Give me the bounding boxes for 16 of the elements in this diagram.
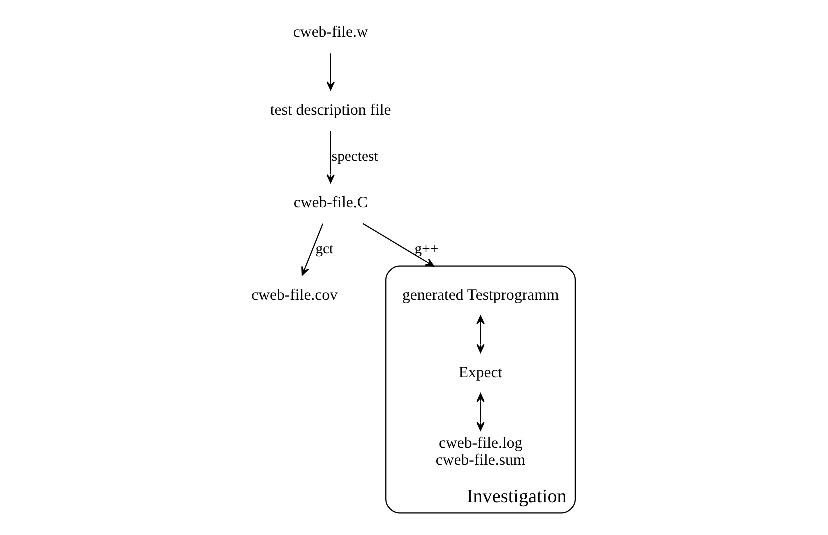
arrow — [326, 54, 335, 91]
arrow — [476, 393, 485, 432]
edge-label: spectest — [332, 148, 378, 165]
arrow — [326, 132, 335, 184]
arrow — [302, 224, 324, 276]
arrow — [362, 223, 434, 267]
edge-label: gct — [316, 241, 334, 258]
node-text: generated Testprogramm — [402, 286, 560, 304]
edge-label: g++ — [414, 241, 439, 258]
node-text: cweb-file.log cweb-file.sum — [436, 435, 526, 469]
arrow — [476, 316, 485, 354]
node-text: Expect — [458, 364, 503, 382]
node-text: cweb-file.C — [294, 194, 368, 212]
node-text: test description file — [270, 102, 392, 119]
node-text: cweb-file.w — [293, 24, 368, 42]
node-text: cweb-file.cov — [252, 286, 338, 304]
